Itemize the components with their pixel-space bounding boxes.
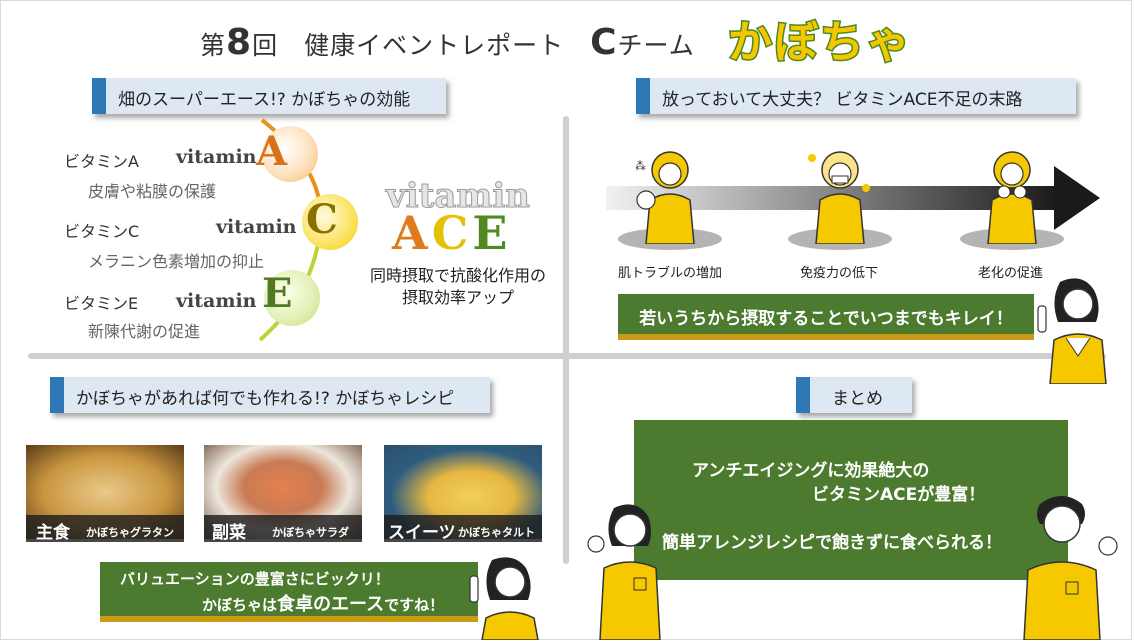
section-header-deficiency: 放っておいて大丈夫？ ビタミンACE不足の末路 [636,78,1076,114]
woman-aging-icon [987,151,1037,244]
step-label-3: 老化の促進 [978,266,1044,281]
step-label-2: 免疫力の低下 [800,266,879,281]
vitamin-e-letter: E [262,270,293,317]
vitamin-a-circle [262,126,318,182]
vitamin-e-desc: 新陳代謝の促進 [88,322,201,341]
kabocha-badge: かぼちゃ [727,16,912,70]
summary-line3: 簡単アレンジレシピで飽きずに食べられる！ [662,533,1002,553]
section-header-label: まとめ [832,389,883,409]
ace-caption-line1: 同時摂取で抗酸化作用の [369,266,546,285]
vitamin-c-word: vitamin [216,216,297,238]
recipe-sub-label: かぼちゃグラタン [86,526,174,539]
recipe-banner-line2: かぼちゃは食卓のエースですね！ [202,590,444,616]
section-header-label: 放っておいて大丈夫？ ビタミンACE不足の末路 [662,90,1023,110]
section-header-recipes: かぼちゃがあれば何でも作れる!? かぼちゃレシピ [50,377,490,413]
vitamin-e-circle [264,270,320,326]
recipe-banner-line1: バリュエーションの豊富さにビックリ！ [120,570,390,588]
recipe-banner: バリュエーションの豊富さにビックリ！ かぼちゃは食卓のエースですね！ [100,562,478,616]
section-header-label: 畑のスーパーエース!? かぼちゃの効能 [118,90,411,110]
woman-pointing-icon [1037,278,1107,384]
page-title: 第8回 健康イベントレポート Cチーム [200,22,695,63]
recipe-main-label: スイーツ [388,523,456,543]
vitamin-e-name: ビタミンE [64,294,139,313]
vitamin-a-word: vitamin [176,146,257,168]
section-header-summary: まとめ [796,377,912,413]
title-team-letter: C [590,22,618,63]
vitamin-c-name: ビタミンC [64,222,140,241]
header-accent-bar [636,78,650,114]
woman-sick-icon [808,151,870,244]
vertical-divider [563,116,569,564]
woman-smiling-icon [469,557,539,640]
title-suffix: チーム [617,31,695,60]
recipe-main-label: 副菜 [212,523,246,543]
recipe-sub-label: かぼちゃサラダ [272,526,349,539]
vitamin-a-desc: 皮膚や粘膜の保護 [88,182,217,201]
recipe-label-tart: スイーツ かぼちゃタルト [384,515,542,543]
summary-line1: アンチエイジングに効果絶大の [692,461,930,481]
header-accent-bar [50,377,64,413]
title-mid: 回 健康イベントレポート [252,31,591,60]
deficiency-banner-text: 若いうちから摂取することでいつまでもキレイ！ [639,309,1013,329]
section-header-label: かぼちゃがあれば何でも作れる!? かぼちゃレシピ [76,389,455,409]
title-number: 8 [226,22,253,63]
ace-vitamin-word: vitamin [385,176,531,217]
ace-letters: ACE [392,206,512,260]
recipe-banner-line2-a: かぼちゃは [202,596,278,614]
vitamin-e-word: vitamin [176,290,257,312]
recipe-sub-label: かぼちゃタルト [458,526,535,539]
woman-cheering-icon [587,504,661,640]
woman-skin-trouble-icon: ⁂ [636,151,695,244]
recipe-main-label: 主食 [36,523,70,543]
header-accent-bar [796,377,810,413]
summary-board: アンチエイジングに効果絶大の ビタミンACEが豊富！ 簡単アレンジレシピで飽きず… [634,420,1068,580]
title-prefix: 第 [200,31,227,60]
vitamin-c-desc: メラニン色素増加の抑止 [88,252,265,271]
section-header-efficacy: 畑のスーパーエース!? かぼちゃの効能 [92,78,446,114]
vitamin-c-circle [302,194,358,250]
recipe-banner-line2-b: 食卓のエース [277,594,385,615]
vitamin-a-letter: A [256,128,288,175]
summary-line2: ビタミンACEが豊富！ [812,485,986,505]
ace-caption-line2: 摂取効率アップ [401,288,514,307]
vitamin-c-letter: C [306,196,338,243]
deficiency-banner: 若いうちから摂取することでいつまでもキレイ！ [618,294,1034,334]
vitamin-a-name: ビタミンA [64,152,139,171]
man-cheering-icon [1023,496,1118,640]
recipe-label-gratin: 主食 かぼちゃグラタン [26,515,184,543]
step-label-1: 肌トラブルの増加 [618,266,723,281]
svg-text:⁂: ⁂ [636,159,646,173]
recipe-label-salad: 副菜 かぼちゃサラダ [204,515,362,543]
recipe-banner-line2-c: ですね！ [384,596,445,614]
header-accent-bar [92,78,106,114]
